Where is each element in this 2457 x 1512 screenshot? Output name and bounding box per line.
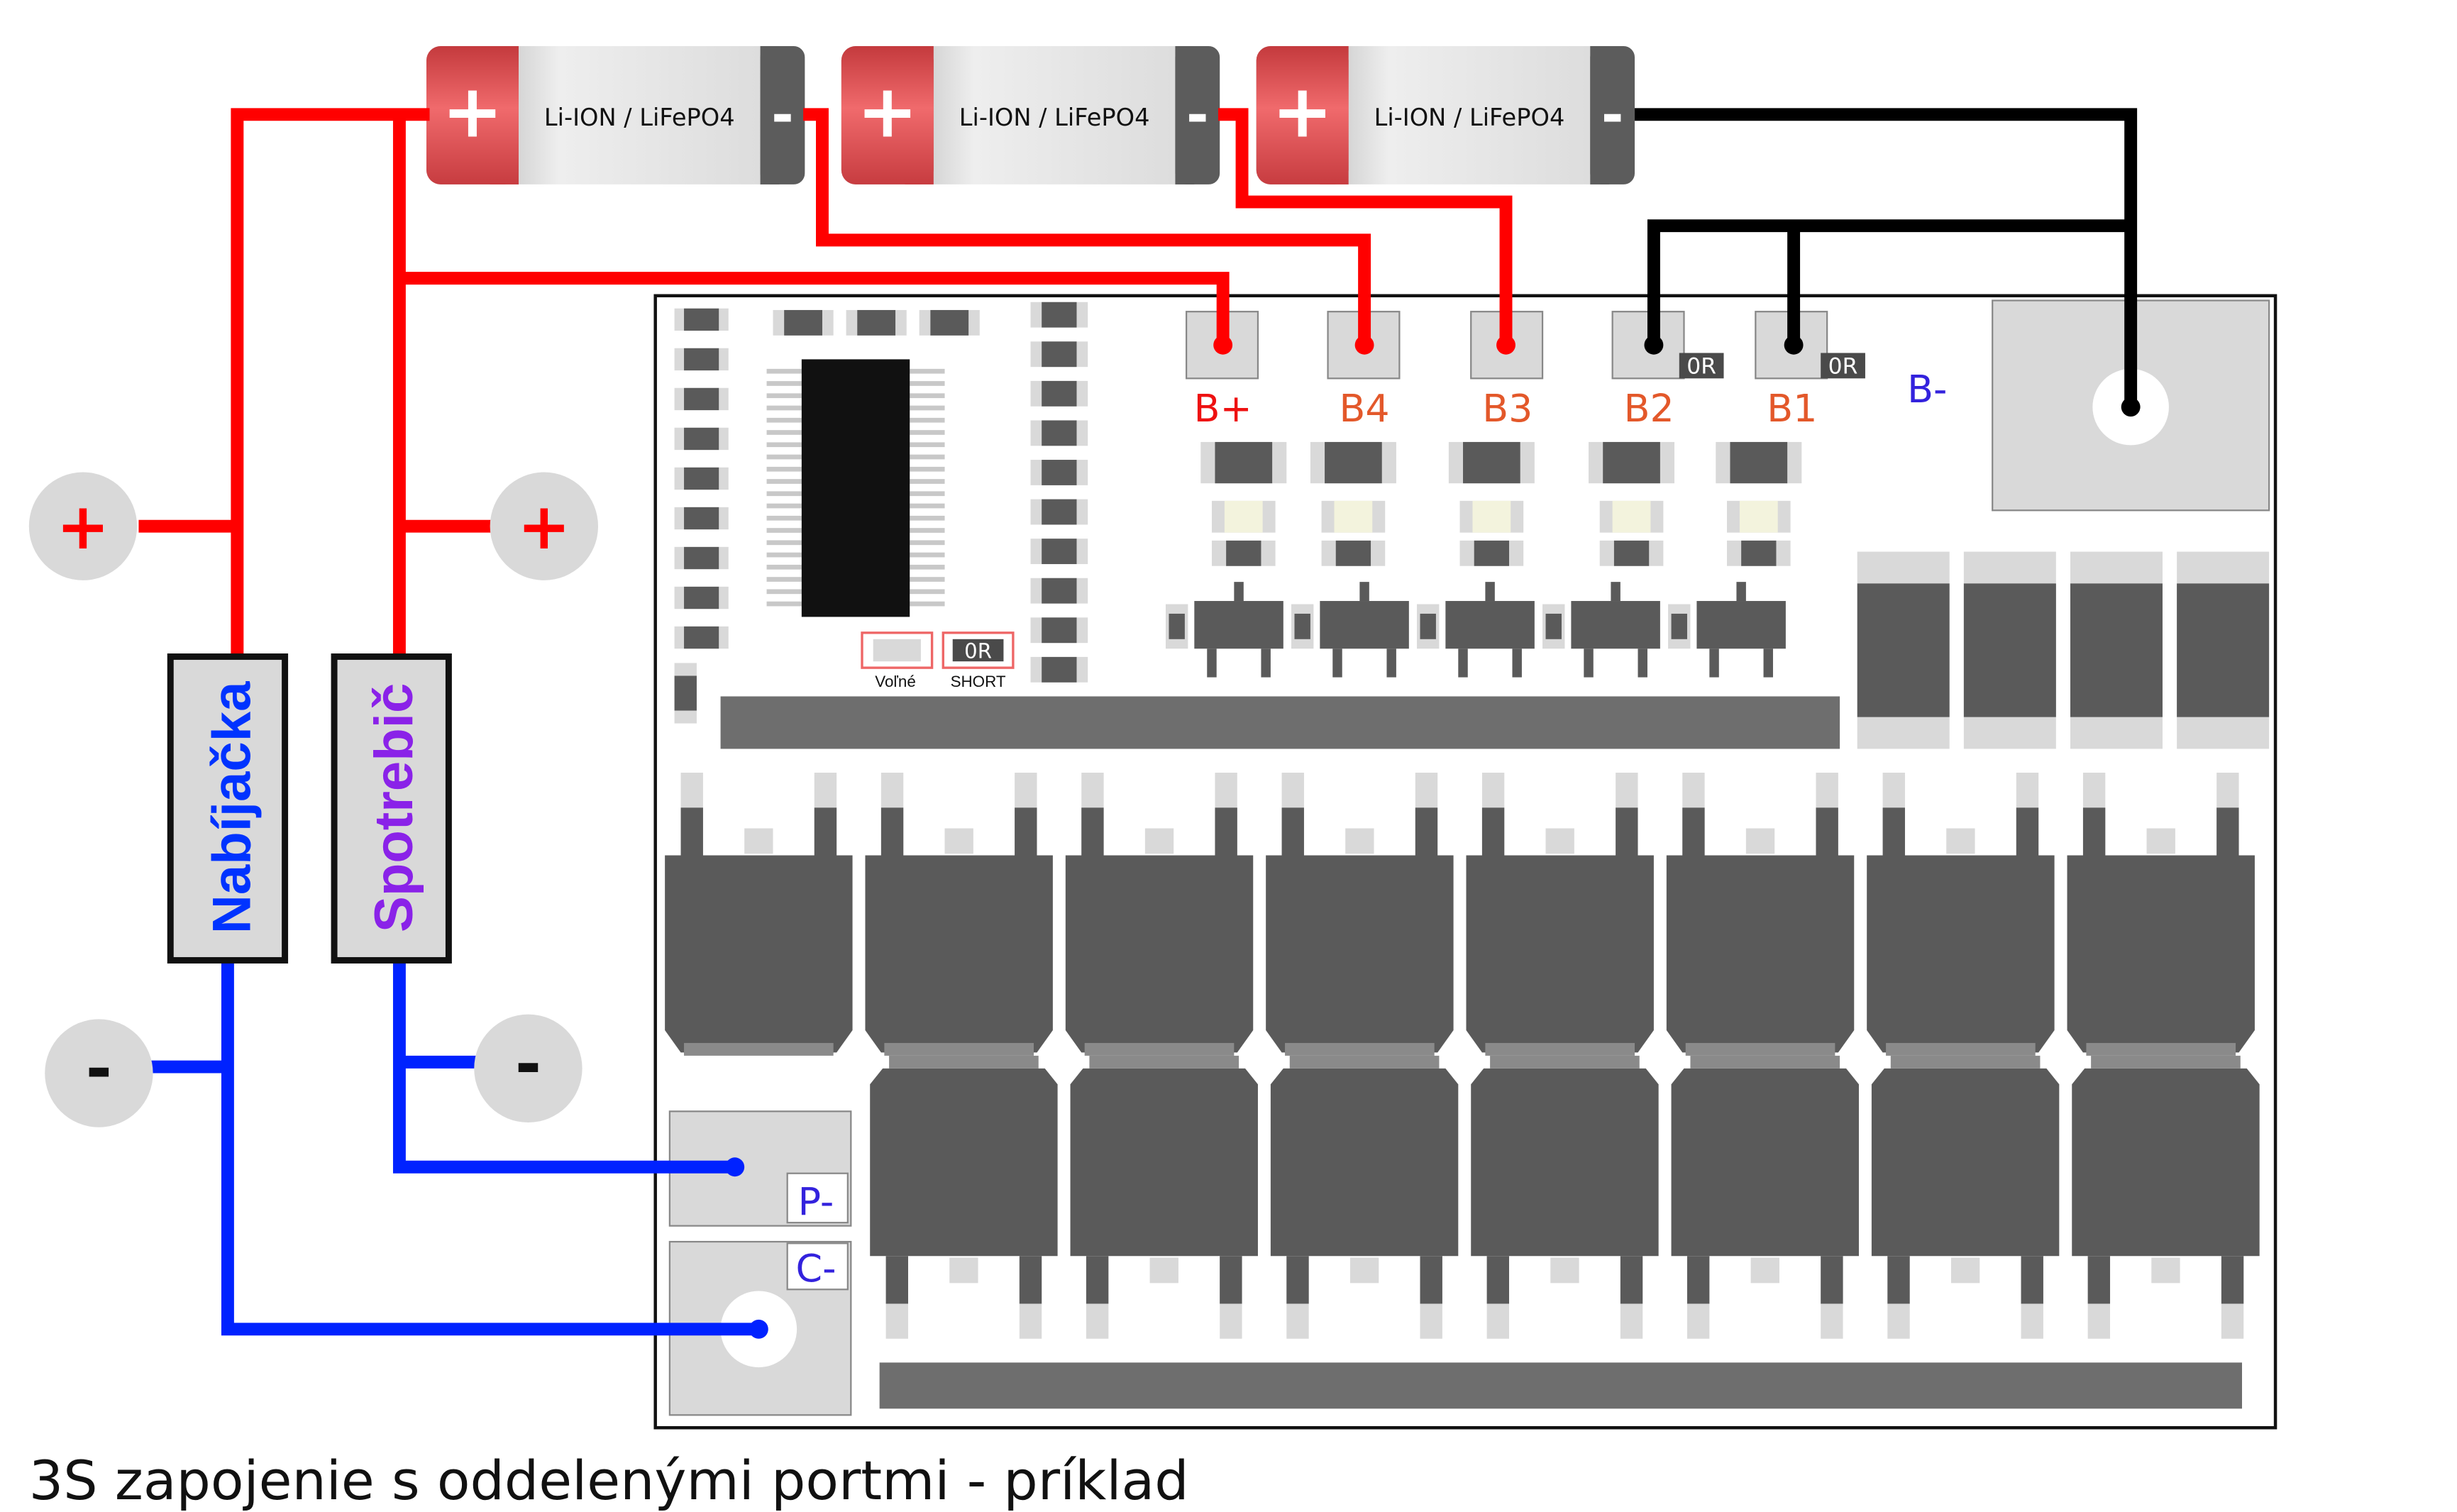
battery-label: Li-ION / LiFePO4 — [544, 104, 735, 131]
busbar-top — [720, 696, 1840, 749]
smd-resistor-column — [674, 308, 729, 724]
mosfet-top — [1466, 773, 1654, 1056]
load-plus-sign: + — [517, 490, 570, 564]
wire-black-b2 — [1647, 219, 2131, 346]
mosfet-bottom — [1070, 1055, 1258, 1339]
jumper-volne: Voľné — [861, 631, 934, 690]
battery-plus-sign: + — [857, 70, 918, 155]
charger-plus-sign: + — [56, 490, 109, 564]
b1-or-label: 0R — [1828, 354, 1858, 380]
mosfet-bottom — [2072, 1055, 2260, 1339]
wire-blue-charger — [221, 960, 759, 1336]
wire-red-b3 — [1218, 108, 1513, 346]
mosfet-bottom — [870, 1055, 1058, 1339]
jumper-short: 0R SHORT — [942, 631, 1015, 690]
mosfet-bottom — [1871, 1055, 2060, 1339]
load-plus-terminal: + — [490, 472, 599, 580]
pad-pminus: P- — [668, 1110, 852, 1227]
wire-red-b4 — [803, 108, 1371, 346]
mosfet-top — [865, 773, 1053, 1056]
battery-label: Li-ION / LiFePO4 — [1374, 104, 1565, 131]
jumper-volne-label: Voľné — [875, 673, 916, 690]
wire-red-main — [231, 108, 430, 656]
load-device: Spotrebič — [331, 653, 452, 964]
battery-minus-sign: - — [1601, 83, 1624, 146]
balance-components — [1165, 441, 1802, 678]
busbar-bottom — [879, 1362, 2243, 1409]
jumper-short-or-label: 0R — [964, 639, 992, 663]
bplus-label: B+ — [1194, 386, 1252, 431]
charger-minus-sign: - — [86, 1032, 112, 1106]
wire-black-bminus — [1635, 108, 2138, 407]
charger-label: Nabíjačka — [201, 681, 262, 934]
terminals: + + - - — [28, 472, 599, 1127]
charger-minus-terminal: - — [45, 1019, 153, 1127]
mosfet-top — [665, 773, 853, 1056]
bminus-label: B- — [1907, 367, 1947, 412]
charger-plus-terminal: + — [28, 472, 138, 580]
smd-capacitor-column — [1030, 302, 1088, 683]
mosfet-top — [2067, 773, 2255, 1056]
cminus-label: C- — [796, 1246, 837, 1291]
controller-ic — [766, 359, 945, 617]
smd-resistor-row — [773, 309, 980, 336]
bms-board: Voľné 0R SHORT 0R 0R B+ B4 B3 B2 B1 — [653, 294, 2277, 1430]
load-minus-terminal: - — [474, 1014, 582, 1123]
battery-minus-sign: - — [771, 83, 794, 146]
load-minus-sign: - — [515, 1027, 541, 1101]
load-label: Spotrebič — [364, 683, 424, 932]
balance-pads: 0R 0R B+ B4 B3 B2 B1 B- — [1185, 311, 1947, 431]
battery-pack: +Li-ION / LiFePO4-+Li-ION / LiFePO4-+Li-… — [426, 45, 1635, 184]
battery-cell-1: + Li-ION / LiFePO4 - — [426, 45, 805, 184]
mosfet-top — [1666, 773, 1855, 1056]
battery-cell-3: + Li-ION / LiFePO4 - — [1256, 45, 1635, 184]
battery-plus-sign: + — [442, 70, 503, 155]
mosfet-bottom — [1671, 1055, 1859, 1339]
mosfet-top — [1065, 773, 1254, 1056]
mosfet-bottom — [1471, 1055, 1659, 1339]
wire-blue-load — [392, 960, 735, 1174]
shunt-resistors — [1857, 551, 2270, 749]
b2-label: B2 — [1624, 386, 1674, 431]
battery-minus-sign: - — [1186, 83, 1209, 146]
battery-plus-sign: + — [1272, 70, 1333, 155]
b4-label: B4 — [1340, 386, 1390, 431]
wires — [138, 108, 2141, 1339]
mosfet-bottom — [1270, 1055, 1459, 1339]
charger-device: Nabíjačka — [167, 653, 289, 964]
b1-label: B1 — [1767, 386, 1817, 431]
pminus-label: P- — [798, 1179, 834, 1224]
mosfet-top — [1266, 773, 1454, 1056]
diagram-caption: 3S zapojenie s oddelenými portmi - príkl… — [29, 1449, 1189, 1512]
battery-label: Li-ION / LiFePO4 — [959, 104, 1150, 131]
mosfet-top — [1867, 773, 2055, 1056]
battery-cell-2: + Li-ION / LiFePO4 - — [841, 45, 1220, 184]
b3-label: B3 — [1482, 386, 1533, 431]
wire-red-bplus — [399, 272, 1230, 346]
jumper-short-label: SHORT — [951, 673, 1006, 690]
mosfet-array — [665, 773, 2260, 1339]
b2-or-label: 0R — [1686, 354, 1716, 380]
